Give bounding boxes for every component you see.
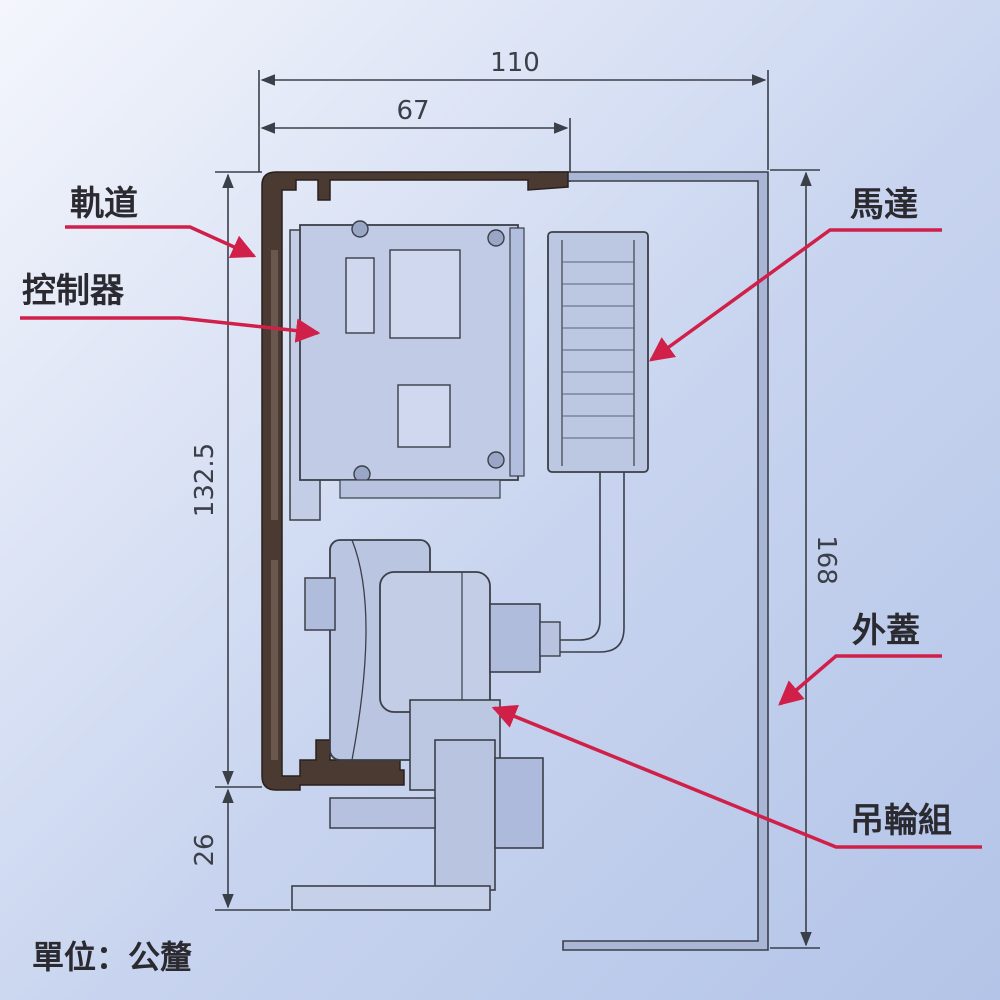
- dim-67-text: 67: [396, 96, 429, 126]
- label-controller: 控制器: [22, 271, 125, 311]
- dim-132-5-text: 132.5: [190, 443, 220, 517]
- dim-26-text: 26: [190, 833, 220, 866]
- dimension-lines: [215, 70, 820, 949]
- leader-controller: [20, 316, 321, 343]
- leader-track: [65, 225, 257, 259]
- label-motor: 馬達: [850, 185, 918, 225]
- controller-unit: [289, 220, 525, 521]
- track-profile: [261, 171, 569, 791]
- leader-motor: [649, 228, 942, 362]
- outer-cover: [539, 171, 769, 951]
- leader-lines: [20, 225, 982, 849]
- motor-unit: [540, 231, 649, 653]
- label-cover: 外蓋: [852, 611, 920, 651]
- track-inner-rib: [271, 250, 278, 520]
- pulley-set: [291, 539, 561, 911]
- leader-cover: [778, 654, 942, 706]
- leader-pulley-set: [491, 704, 982, 849]
- label-pulley-set: 吊輪組: [850, 801, 952, 841]
- label-track: 軌道: [70, 184, 138, 224]
- dim-110-text: 110: [490, 48, 540, 78]
- track-lower-rib: [271, 560, 278, 760]
- unit-note: 單位：公釐: [32, 938, 192, 976]
- dim-168-text: 168: [811, 535, 841, 585]
